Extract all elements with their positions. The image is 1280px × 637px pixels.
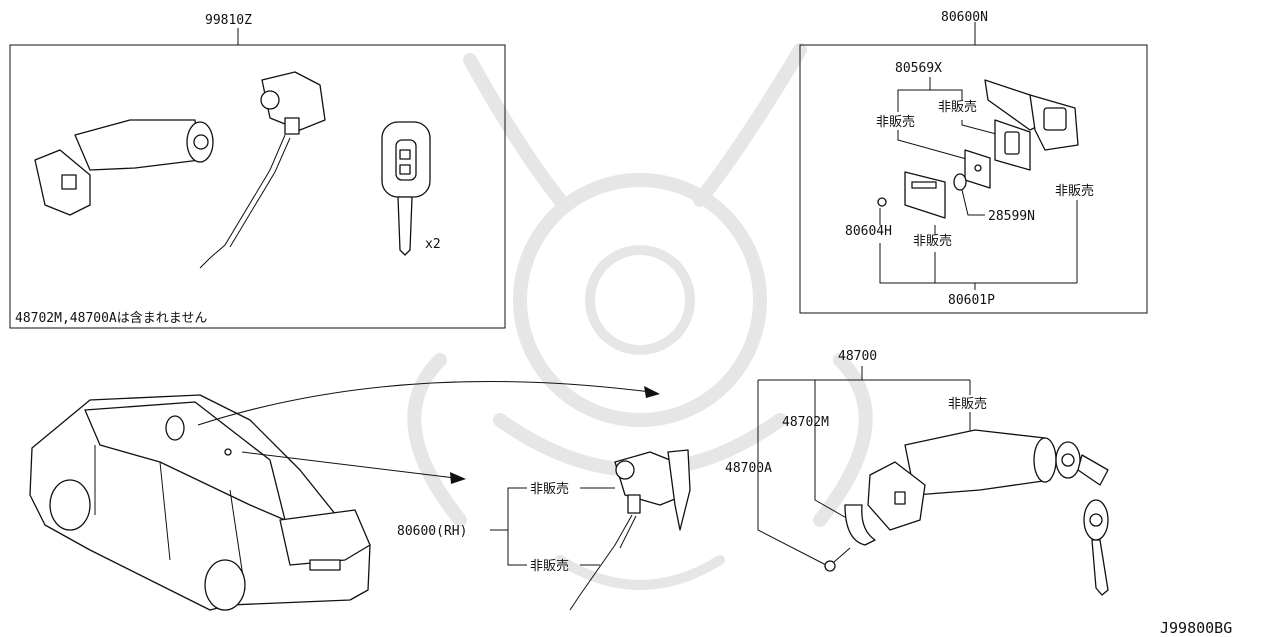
label-not-for-sale-7: 非販売 bbox=[948, 396, 987, 412]
key-pair-drawing bbox=[1055, 441, 1109, 596]
door-lock-rh-group: 非販売 非販売 80600(RH) bbox=[397, 449, 691, 611]
label-not-for-sale-1: 非販売 bbox=[938, 99, 977, 115]
label-28599n: 28599N bbox=[988, 209, 1035, 224]
label-80569x: 80569X bbox=[895, 61, 942, 76]
keyset-80600n-box: 80600N 80569X 非販売 非販売 非販売 28599N 80604H … bbox=[799, 10, 1148, 314]
remote-key-drawing bbox=[381, 121, 431, 256]
keyset-frame bbox=[799, 44, 1148, 314]
label-not-for-sale-5: 非販売 bbox=[530, 481, 569, 497]
label-80600n: 80600N bbox=[941, 10, 988, 25]
label-not-for-sale-6: 非販売 bbox=[530, 558, 569, 574]
key-shell-drawing bbox=[877, 79, 1079, 219]
steering-lock-drawing bbox=[34, 119, 214, 216]
car-drawing bbox=[29, 394, 371, 611]
label-80600-rh: 80600(RH) bbox=[397, 524, 467, 539]
kit-99810z-box: 99810Z 48702M,48700Aは含まれません x2 bbox=[9, 13, 506, 329]
label-48700: 48700 bbox=[838, 349, 877, 364]
label-80601p: 80601P bbox=[948, 293, 995, 308]
pointer-arrows bbox=[197, 380, 660, 484]
label-not-for-sale-2: 非販売 bbox=[876, 114, 915, 130]
kit-note: 48702M,48700Aは含まれません bbox=[15, 310, 207, 326]
keys-quantity: x2 bbox=[425, 237, 441, 252]
label-not-for-sale-4: 非販売 bbox=[913, 233, 952, 249]
kit-frame bbox=[9, 44, 506, 329]
label-not-for-sale-3: 非販売 bbox=[1055, 183, 1094, 199]
label-80604h: 80604H bbox=[845, 224, 892, 239]
door-lock-rod-drawing bbox=[199, 71, 326, 269]
steering-lock-assembly-drawing bbox=[824, 429, 1057, 572]
label-48700a: 48700A bbox=[725, 461, 772, 476]
steering-lock-48700-group: 48700 非販売 48702M 48700A bbox=[725, 349, 1109, 596]
label-48702m: 48702M bbox=[782, 415, 829, 430]
label-99810z: 99810Z bbox=[205, 13, 252, 28]
diagram-code: J99800BG bbox=[1160, 619, 1232, 637]
